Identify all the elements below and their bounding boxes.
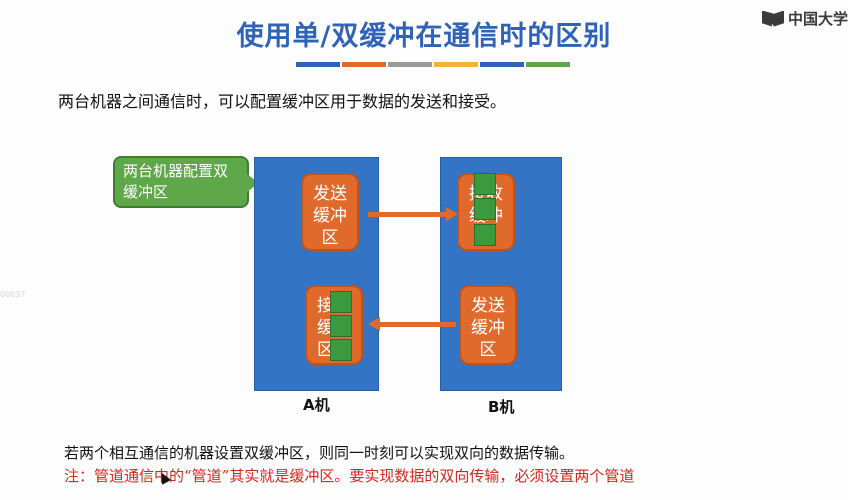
buffer-text-line: 缓冲 — [313, 206, 347, 226]
buffer-text-line: 缓 — [317, 318, 334, 338]
buffer-text-line: 接 — [317, 296, 334, 316]
title-color-bar-2 — [342, 62, 386, 67]
machine-a-label: A机 — [303, 396, 330, 414]
mooc-logo: 中国大学 — [761, 8, 848, 29]
title-color-bar-1 — [296, 62, 340, 67]
buffer-data-cell — [330, 339, 352, 361]
buffer-text-line: 缓冲 — [471, 318, 505, 338]
buffer-text-line: 区 — [321, 228, 339, 248]
machine-b-label: B机 — [488, 398, 515, 416]
note-text: 注：管道通信中的“管道”其实就是缓冲区。要实现数据的双向传输，必须设置两个管道 — [64, 467, 635, 485]
buffer-data-cell — [474, 198, 496, 220]
machine-b-send-buffer: 发送 缓冲 区 — [459, 285, 517, 365]
buffer-data-cell — [474, 224, 496, 246]
title-color-bar-5 — [480, 62, 524, 67]
buffer-text-line: 发送 — [471, 296, 505, 316]
machine-a-receive-buffer: 接 缓 区 — [305, 285, 363, 365]
arrow-b-to-a — [380, 322, 456, 327]
buffer-text-line: 区 — [317, 340, 334, 360]
buffer-data-cell — [330, 291, 352, 313]
side-watermark: 00037 — [0, 290, 26, 299]
title-color-bar-3 — [388, 62, 432, 67]
callout-double-buffer: 两台机器配置双缓冲区 — [113, 156, 249, 208]
logo-text: 中国大学 — [787, 10, 848, 28]
buffer-data-cell — [330, 315, 352, 337]
title-color-bar-6 — [526, 62, 570, 67]
title-color-bar-4 — [434, 62, 478, 67]
arrow-b-to-a-head — [368, 317, 380, 331]
intro-text: 两台机器之间通信时，可以配置缓冲区用于数据的发送和接受。 — [58, 92, 507, 111]
slide-title: 使用单/双缓冲在通信时的区别 — [236, 21, 612, 52]
buffer-text-line: 区 — [479, 340, 497, 360]
arrow-a-to-b-head — [446, 207, 458, 221]
buffer-data-cell — [474, 173, 496, 195]
machine-a-send-buffer: 发送 缓冲 区 — [301, 173, 359, 251]
summary-text: 若两个相互通信的机器设置双缓冲区，则同一时刻可以实现双向的数据传输。 — [64, 444, 575, 462]
buffer-text-line: 发送 — [313, 184, 347, 204]
arrow-a-to-b — [368, 212, 448, 217]
logo-icon — [761, 10, 784, 27]
